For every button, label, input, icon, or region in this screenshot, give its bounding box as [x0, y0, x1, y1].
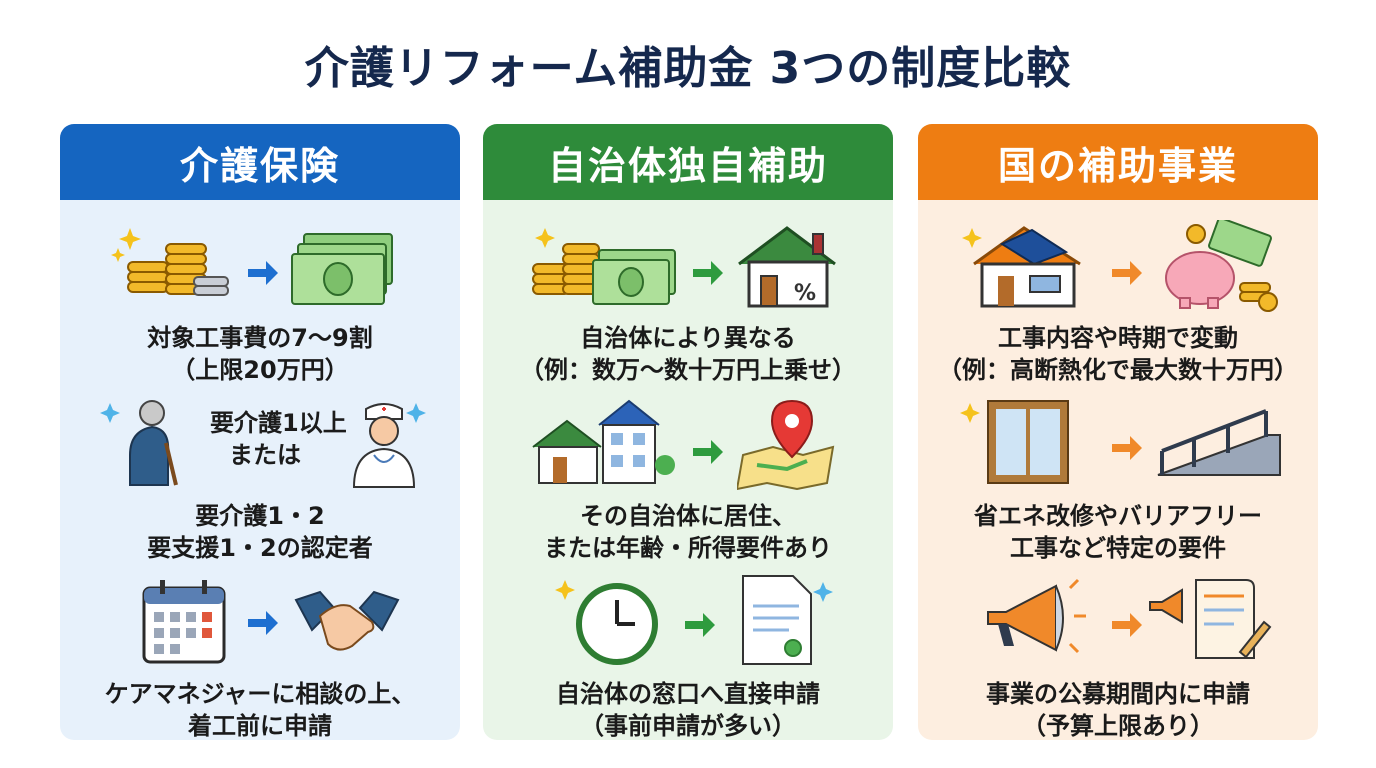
column-heading: 自治体独自補助 [483, 124, 893, 200]
row-text: ケアマネジャーに相談の上、 着工前に申請 [104, 680, 416, 740]
solar-house-icon [962, 226, 1081, 308]
row-text: 省エネ改修やバリアフリー 工事など特定の要件 [974, 502, 1262, 562]
coin-stack-icon [111, 228, 229, 296]
coins-and-banknotes-icon [532, 228, 676, 305]
arrow-right-icon [1112, 436, 1142, 460]
map-pin-icon [737, 399, 835, 490]
houses-icon [532, 399, 675, 484]
calendar-icon [142, 580, 226, 664]
arrow-right-icon [248, 261, 278, 285]
row-text: 自治体により異なる （例：数万〜数十万円上乗せ） [520, 324, 856, 384]
application-icons [483, 572, 893, 672]
handshake-icon [294, 590, 400, 651]
arrow-right-icon [693, 261, 723, 285]
arrow-right-icon [1112, 261, 1142, 285]
clock-icon [555, 580, 658, 665]
window-icon [960, 400, 1069, 484]
arrow-right-icon [685, 613, 715, 637]
piggy-bank-icon [1165, 220, 1278, 312]
notice-document-icon [1149, 579, 1272, 659]
nurse-icon [352, 403, 426, 488]
banknotes-icon [291, 233, 393, 305]
application-icons [60, 572, 460, 672]
arrow-right-icon [693, 440, 723, 464]
column-heading: 介護保険 [60, 124, 460, 200]
requirement-icons [918, 395, 1318, 495]
row-text: 対象工事費の7〜9割 （上限20万円） [147, 324, 373, 384]
column-kaigo-hoken: 介護保険 [60, 124, 460, 740]
row-text: 事業の公募期間内に申請 （予算上限あり） [986, 680, 1250, 740]
ramp-icon [1157, 409, 1281, 476]
row-text: 工事内容や時期で変動 （例：高断熱化で最大数十万円） [938, 324, 1298, 384]
arrow-right-icon [1112, 613, 1142, 637]
row-text: その自治体に居住、 または年齢・所得要件あり [544, 502, 832, 562]
house-percent-icon: % [738, 226, 836, 308]
eligibility-icons: 要介護1以上 または [60, 395, 460, 495]
application-icons [918, 572, 1318, 672]
document-icon [742, 575, 833, 665]
row-text: 自治体の窓口へ直接申請 （事前申請が多い） [556, 680, 820, 740]
column-heading: 国の補助事業 [918, 124, 1318, 200]
elderly-person-icon [100, 400, 178, 486]
row-text: 要介護1・2 要支援1・2の認定者 [147, 502, 373, 562]
cost-icons [60, 220, 460, 320]
cost-icons [918, 220, 1318, 320]
cost-icons: % [483, 220, 893, 320]
residence-icons [483, 395, 893, 495]
svg-text:%: % [794, 281, 816, 306]
megaphone-icon [987, 578, 1086, 654]
mid-text: 要介護1以上 または [210, 409, 347, 469]
column-kuni: 国の補助事業 [918, 124, 1318, 740]
page-title: 介護リフォーム補助金 3つの制度比較 [304, 43, 1072, 94]
arrow-right-icon [248, 611, 278, 635]
column-jichitai: 自治体独自補助 [483, 124, 893, 740]
